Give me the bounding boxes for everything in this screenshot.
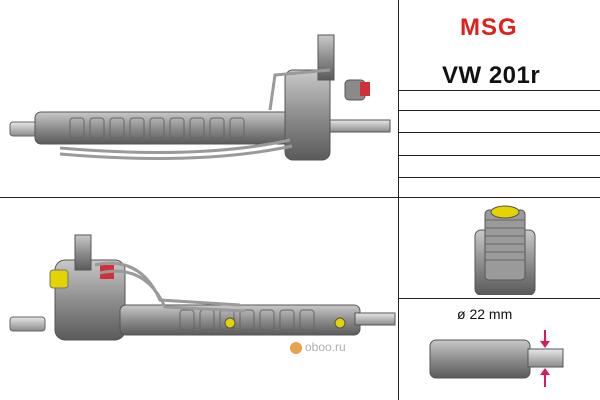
right-column-divider-top — [398, 0, 399, 197]
detail-divider — [398, 298, 600, 299]
dimension-arrowhead-bottom — [540, 368, 550, 375]
info-row-divider-1 — [398, 90, 600, 91]
product-code: VW 201r — [442, 62, 541, 89]
watermark-text: oboo.ru — [305, 340, 346, 354]
rack-end-closeup — [429, 330, 564, 387]
msg-logo: MSG — [460, 14, 518, 41]
pinion-spline-closeup — [474, 205, 536, 295]
steering-rack-bottom-view — [9, 234, 396, 341]
info-row-divider-5 — [398, 177, 600, 178]
diameter-label: ø 22 mm — [457, 306, 513, 322]
info-row-divider-2 — [398, 110, 600, 111]
info-row-divider-4 — [398, 155, 600, 156]
steering-rack-top-view — [9, 34, 391, 161]
logo-text: MSG — [460, 14, 518, 41]
fox-icon — [290, 341, 302, 354]
dimension-arrowhead-top — [540, 341, 550, 348]
watermark: oboo.ru — [290, 340, 346, 354]
info-row-divider-3 — [398, 132, 600, 133]
main-horizontal-divider — [0, 197, 600, 198]
